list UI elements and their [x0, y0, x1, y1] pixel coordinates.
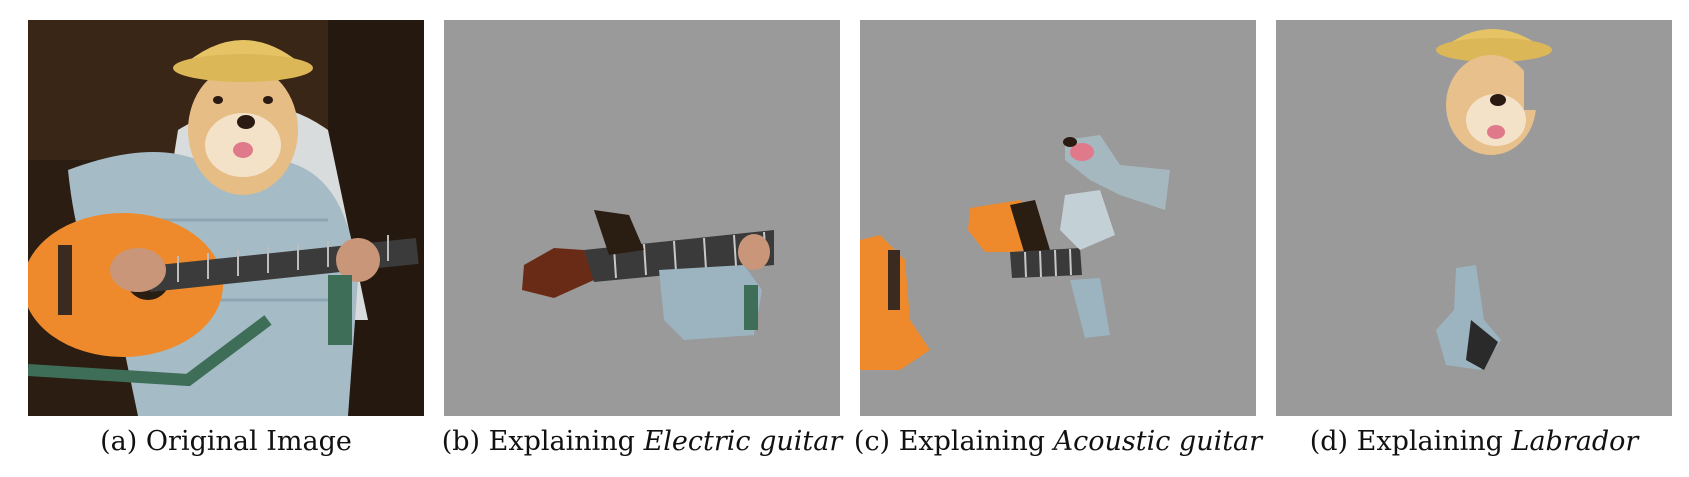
- caption-label: (c): [853, 426, 891, 457]
- caption-d: (d) Explaining Labrador: [1264, 422, 1684, 462]
- caption-text: Explaining: [488, 426, 635, 457]
- panel-original-image: [28, 20, 424, 416]
- caption-emph: Electric guitar: [643, 426, 843, 457]
- caption-label: (a): [100, 426, 138, 457]
- caption-text: Original Image: [145, 426, 352, 457]
- explanation-image-electric-guitar: [444, 20, 840, 416]
- caption-a: (a) Original Image: [28, 422, 424, 462]
- caption-emph: Labrador: [1511, 426, 1639, 457]
- explanation-image-acoustic-guitar: [860, 20, 1256, 416]
- caption-label: (b): [441, 426, 481, 457]
- original-image: [28, 20, 424, 416]
- caption-c: (c) Explaining Acoustic guitar: [848, 422, 1268, 462]
- caption-text: Explaining: [898, 426, 1045, 457]
- panel-explain-acoustic-guitar: [860, 20, 1256, 416]
- caption-emph: Acoustic guitar: [1053, 426, 1263, 457]
- caption-text: Explaining: [1356, 426, 1503, 457]
- caption-label: (d): [1309, 426, 1349, 457]
- panel-explain-electric-guitar: [444, 20, 840, 416]
- explanation-image-labrador: [1276, 20, 1672, 416]
- panel-explain-labrador: [1276, 20, 1672, 416]
- caption-b: (b) Explaining Electric guitar: [432, 422, 852, 462]
